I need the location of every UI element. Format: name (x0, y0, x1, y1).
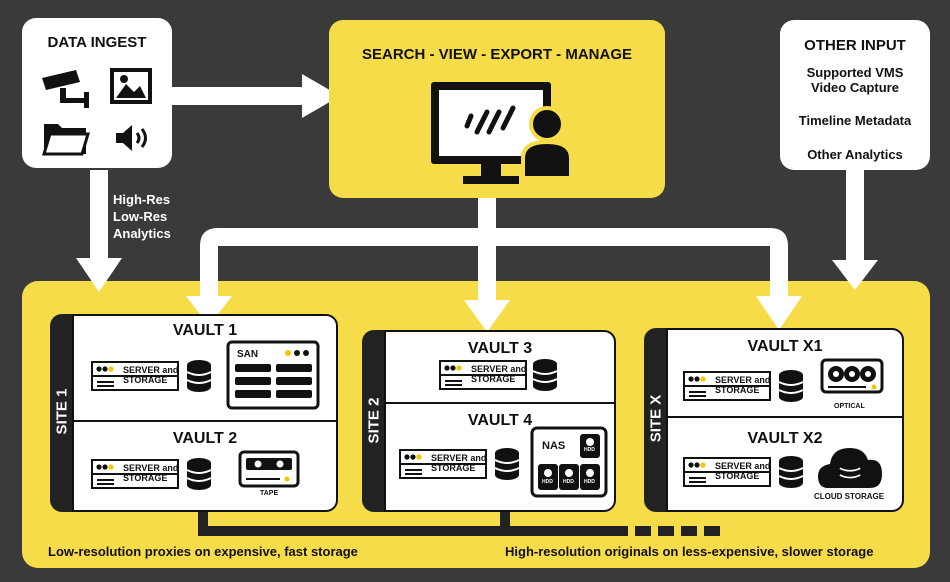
image-icon (110, 68, 152, 104)
optical-label: OPTICAL (834, 403, 865, 410)
folder-icon (42, 124, 90, 156)
site-2-band (362, 330, 386, 512)
san-icon (226, 340, 320, 410)
database-icon (778, 369, 804, 403)
vault-4-title: VAULT 4 (467, 412, 533, 429)
optical-icon (820, 358, 884, 394)
vault-1-title: VAULT 1 (172, 322, 238, 339)
user-icon (521, 106, 573, 180)
other-input-item: Other Analytics (807, 147, 903, 162)
hdd-label: HDD (584, 447, 595, 453)
database-icon (532, 358, 558, 392)
flow-label-high-res: High-Res (113, 192, 171, 207)
hdd-label: HDD (542, 479, 553, 485)
other-input-item: Timeline Metadata (798, 113, 912, 128)
hdd-label: HDD (563, 479, 574, 485)
vault-x1-title: VAULT X1 (747, 338, 823, 355)
database-icon (186, 359, 212, 393)
cloud-icon (818, 448, 882, 488)
cloud-storage-label: CLOUD STORAGE (814, 492, 885, 501)
tape-label: TAPE (260, 490, 279, 497)
manage-panel: SEARCH - VIEW - EXPORT - MANAGE (329, 20, 665, 198)
other-input-panel: OTHER INPUT Supported VMS Video Capture … (780, 20, 930, 170)
manage-title: SEARCH - VIEW - EXPORT - MANAGE (361, 46, 632, 63)
data-ingest-panel: DATA INGEST (22, 18, 172, 168)
san-label: SAN (237, 349, 259, 360)
database-icon (186, 457, 212, 491)
other-input-item: Supported VMS (806, 65, 904, 80)
flow-label-low-res: Low-Res (113, 209, 168, 224)
data-ingest-title: DATA INGEST (47, 34, 147, 51)
other-input-item: Video Capture (811, 80, 899, 95)
vault-2-title: VAULT 2 (172, 430, 238, 447)
site-1-band (50, 314, 74, 512)
nas-icon (530, 426, 608, 498)
vault-x2-title: VAULT X2 (747, 430, 823, 447)
flow-label-analytics: Analytics (113, 226, 171, 241)
database-icon (494, 447, 520, 481)
hdd-label: HDD (584, 479, 595, 485)
vault-3-title: VAULT 3 (467, 340, 533, 357)
speaker-icon (116, 125, 147, 151)
monitor-icon (431, 82, 551, 184)
other-input-title: OTHER INPUT (804, 37, 906, 54)
footer-right-caption: High-resolution originals on less-expens… (505, 544, 874, 559)
site-x-band (644, 328, 668, 512)
nas-label: NAS (542, 440, 566, 452)
footer-left-caption: Low-resolution proxies on expensive, fas… (48, 544, 358, 559)
database-icon (778, 455, 804, 489)
tape-icon (238, 450, 300, 488)
camera-icon (42, 70, 89, 108)
